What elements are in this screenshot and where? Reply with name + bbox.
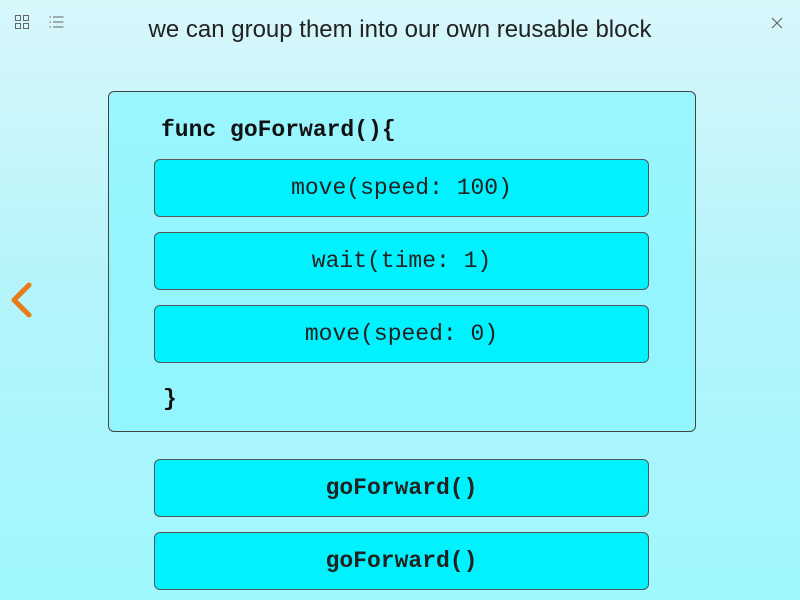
function-header: func goForward(){ [161,117,396,143]
goforward-call-block[interactable]: goForward() [154,459,649,517]
move-speed-0-block[interactable]: move(speed: 0) [154,305,649,363]
page-title: we can group them into our own reusable … [148,16,652,43]
list-icon[interactable] [48,14,64,30]
function-closing-brace: } [163,386,177,412]
function-definition-block[interactable]: func goForward(){ move(speed: 100) wait(… [108,91,696,432]
goforward-call-block[interactable]: goForward() [154,532,649,590]
grid-icon[interactable] [14,14,30,30]
wait-time-1-block[interactable]: wait(time: 1) [154,232,649,290]
chevron-left-icon[interactable] [6,280,34,320]
close-icon[interactable] [770,16,784,30]
move-speed-100-block[interactable]: move(speed: 100) [154,159,649,217]
top-left-toolbar [14,14,64,30]
